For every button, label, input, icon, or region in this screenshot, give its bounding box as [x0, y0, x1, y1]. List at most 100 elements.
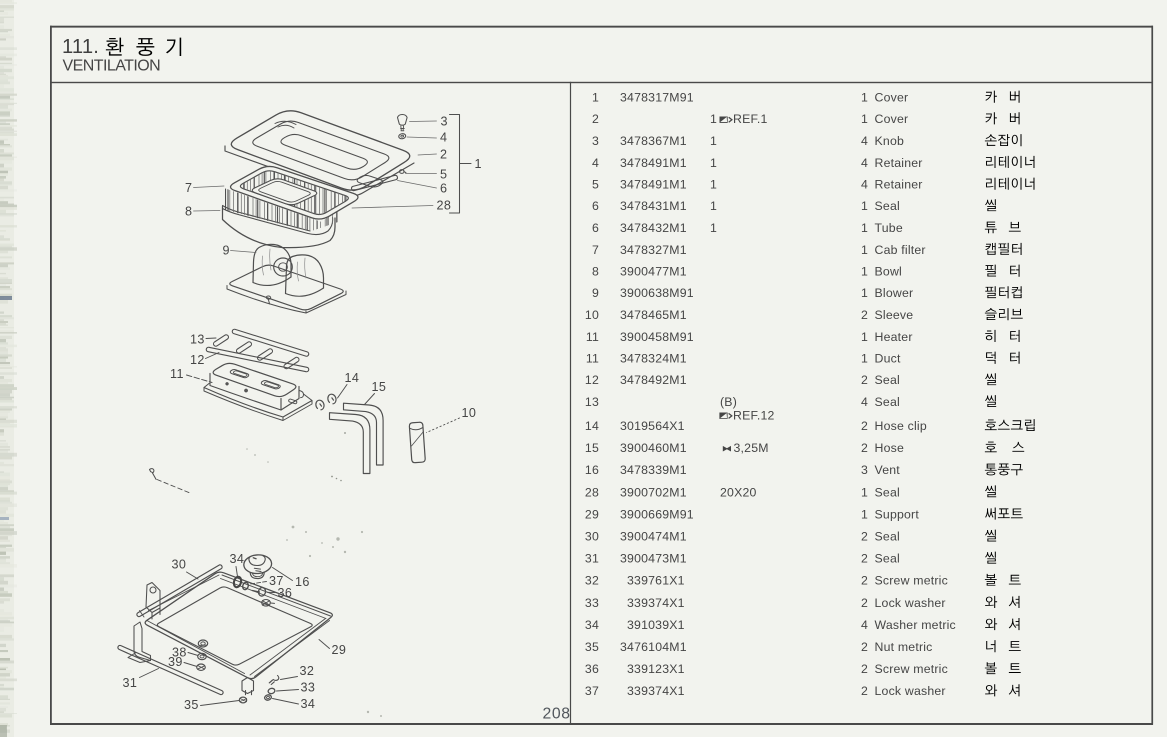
svg-text:Seal: Seal — [875, 199, 900, 213]
svg-text:1: 1 — [710, 178, 717, 192]
svg-text:2: 2 — [861, 419, 868, 433]
svg-text:4: 4 — [861, 134, 868, 148]
svg-text:5: 5 — [592, 178, 599, 192]
svg-text:4: 4 — [440, 131, 447, 145]
svg-text:1: 1 — [861, 507, 868, 521]
svg-text:REF.1: REF.1 — [733, 112, 768, 126]
svg-text:Knob: Knob — [875, 134, 905, 148]
svg-text:10: 10 — [585, 308, 599, 322]
svg-text:Seal: Seal — [875, 552, 900, 566]
svg-text:11: 11 — [170, 367, 184, 381]
svg-text:34: 34 — [301, 697, 316, 711]
svg-text:3478317M91: 3478317M91 — [620, 91, 694, 105]
svg-text:111.: 111. — [62, 36, 99, 58]
svg-text:2: 2 — [861, 308, 868, 322]
svg-text:3476104M1: 3476104M1 — [620, 640, 687, 654]
svg-text:Screw metric: Screw metric — [875, 574, 948, 588]
svg-text:Hose: Hose — [875, 441, 905, 455]
svg-text:3478491M1: 3478491M1 — [620, 178, 687, 192]
svg-text:3900474M1: 3900474M1 — [620, 530, 687, 544]
svg-text:Seal: Seal — [875, 485, 900, 499]
svg-text:3900638M91: 3900638M91 — [620, 286, 694, 300]
svg-text:2: 2 — [861, 552, 868, 566]
svg-text:3478492M1: 3478492M1 — [620, 373, 687, 387]
svg-text:Duct: Duct — [875, 352, 901, 366]
svg-text:Lock washer: Lock washer — [875, 684, 946, 698]
svg-text:32: 32 — [585, 574, 599, 588]
svg-text:Hose clip: Hose clip — [875, 419, 927, 433]
svg-text:Bowl: Bowl — [875, 265, 902, 279]
svg-text:7: 7 — [185, 181, 192, 195]
svg-text:8: 8 — [592, 265, 599, 279]
svg-text:1: 1 — [710, 221, 717, 235]
svg-text:4: 4 — [861, 618, 868, 632]
svg-text:3: 3 — [861, 463, 868, 477]
svg-text:28: 28 — [437, 199, 452, 213]
svg-text:12: 12 — [190, 353, 205, 367]
svg-text:29: 29 — [332, 643, 347, 657]
svg-text:13: 13 — [190, 333, 205, 347]
svg-text:3478324M1: 3478324M1 — [620, 352, 687, 366]
svg-text:9: 9 — [223, 244, 230, 258]
svg-text:339761X1: 339761X1 — [627, 574, 685, 588]
svg-text:2: 2 — [861, 684, 868, 698]
svg-text:34: 34 — [230, 552, 245, 566]
svg-text:6: 6 — [592, 199, 599, 213]
svg-text:339374X1: 339374X1 — [627, 684, 685, 698]
svg-text:Vent: Vent — [875, 463, 901, 477]
svg-text:1: 1 — [861, 91, 868, 105]
svg-text:3: 3 — [441, 115, 448, 129]
svg-text:36: 36 — [278, 586, 293, 600]
svg-text:4: 4 — [592, 156, 599, 170]
svg-text:Cover: Cover — [875, 91, 909, 105]
svg-text:3900458M91: 3900458M91 — [620, 330, 694, 344]
svg-text:2: 2 — [861, 530, 868, 544]
svg-text:(B): (B) — [720, 395, 737, 409]
svg-text:2: 2 — [861, 574, 868, 588]
svg-text:37: 37 — [585, 684, 599, 698]
svg-text:Seal: Seal — [875, 395, 900, 409]
svg-text:15: 15 — [585, 441, 599, 455]
svg-text:VENTILATION: VENTILATION — [63, 58, 161, 75]
svg-text:12: 12 — [585, 373, 599, 387]
svg-text:37: 37 — [269, 574, 284, 588]
svg-text:20X20: 20X20 — [720, 485, 757, 499]
svg-text:3478432M1: 3478432M1 — [620, 221, 687, 235]
svg-text:Cover: Cover — [875, 112, 909, 126]
svg-text:3478367M1: 3478367M1 — [620, 134, 687, 148]
svg-text:Sleeve: Sleeve — [875, 308, 914, 322]
svg-text:1: 1 — [710, 156, 717, 170]
svg-text:11: 11 — [586, 330, 599, 344]
svg-text:1: 1 — [710, 134, 717, 148]
svg-text:Blower: Blower — [875, 286, 914, 300]
svg-text:29: 29 — [585, 507, 599, 521]
svg-text:10: 10 — [462, 406, 477, 420]
svg-text:1: 1 — [861, 286, 868, 300]
svg-text:7: 7 — [592, 243, 599, 257]
svg-text:4: 4 — [861, 178, 868, 192]
svg-text:36: 36 — [585, 662, 599, 676]
svg-text:208: 208 — [543, 706, 571, 723]
svg-text:33: 33 — [585, 596, 599, 610]
svg-text:1: 1 — [861, 485, 868, 499]
svg-text:2: 2 — [440, 148, 447, 162]
svg-text:1: 1 — [475, 157, 482, 171]
svg-text:339374X1: 339374X1 — [627, 596, 685, 610]
svg-text:35: 35 — [184, 698, 199, 712]
svg-text:35: 35 — [585, 640, 599, 654]
svg-text:REF.12: REF.12 — [733, 408, 775, 422]
svg-text:31: 31 — [123, 676, 138, 690]
svg-text:2: 2 — [861, 640, 868, 654]
svg-text:1: 1 — [861, 112, 868, 126]
svg-text:Cab filter: Cab filter — [875, 243, 926, 257]
svg-text:11: 11 — [586, 352, 599, 366]
svg-text:3900477M1: 3900477M1 — [620, 265, 687, 279]
svg-text:5: 5 — [440, 168, 447, 182]
svg-text:1: 1 — [592, 91, 599, 105]
svg-text:1: 1 — [861, 330, 868, 344]
svg-text:1: 1 — [861, 199, 868, 213]
svg-text:1: 1 — [861, 265, 868, 279]
svg-text:3478431M1: 3478431M1 — [620, 199, 687, 213]
svg-text:Heater: Heater — [875, 330, 913, 344]
svg-text:32: 32 — [300, 664, 315, 678]
